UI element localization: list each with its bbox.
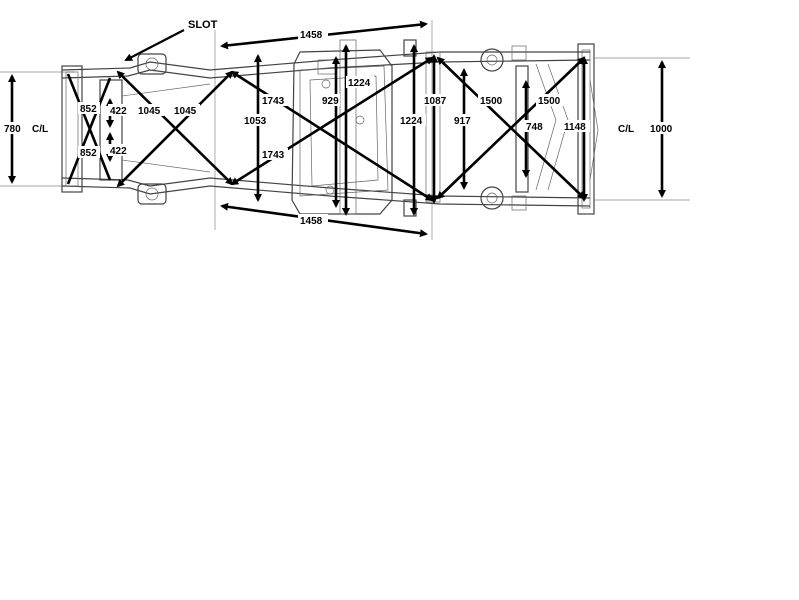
dim-1500-left: 1500 <box>480 96 503 107</box>
dim-422-lower: 422 <box>110 146 127 157</box>
dim-1224-right: 1224 <box>400 116 423 127</box>
dim-1000: 1000 <box>650 124 673 135</box>
dim-1743-upper: 1743 <box>262 96 285 107</box>
dim-1148: 1148 <box>564 122 586 133</box>
dim-1045-left: 1045 <box>138 106 161 117</box>
dim-917: 917 <box>454 116 471 127</box>
slot-callout: SLOT <box>188 19 218 31</box>
dimension-labels: SLOT 1458 1458 780 C/L 852 852 422 422 1… <box>2 19 676 227</box>
dim-1458-bottom: 1458 <box>300 216 323 227</box>
dim-1045-right: 1045 <box>174 106 197 117</box>
dim-1458-top: 1458 <box>300 30 323 41</box>
dim-1500-right: 1500 <box>538 96 561 107</box>
dim-1743-lower: 1743 <box>262 150 285 161</box>
dim-780: 780 <box>4 124 21 135</box>
centerline-left: C/L <box>32 124 48 135</box>
dim-748: 748 <box>526 122 543 133</box>
dim-852-lower: 852 <box>80 148 97 159</box>
dim-422-upper: 422 <box>110 106 127 117</box>
dim-1224-mid: 1224 <box>348 78 371 89</box>
dim-1087: 1087 <box>424 96 447 107</box>
dim-929: 929 <box>322 96 339 107</box>
centerline-right: C/L <box>618 124 634 135</box>
dim-852-upper: 852 <box>80 104 97 115</box>
dim-1053: 1053 <box>244 116 267 127</box>
